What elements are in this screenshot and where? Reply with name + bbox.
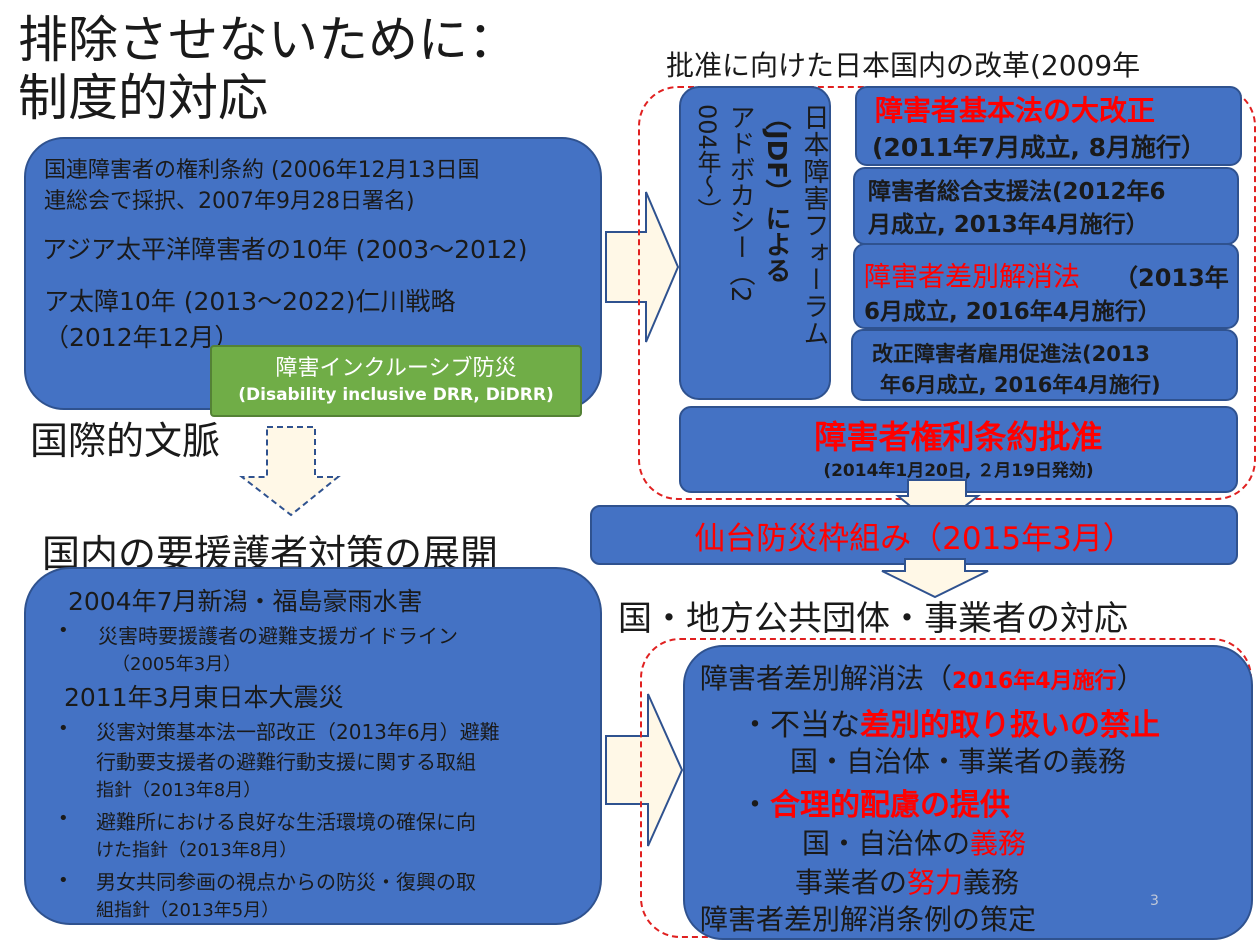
response-title: 国・地方公共団体・事業者の対応 bbox=[618, 599, 1128, 639]
response-line1: 障害者差別解消法（2016年4月施行） bbox=[700, 657, 1145, 697]
domestic-bullet1a: 災害時要援護者の避難支援ガイドライン bbox=[98, 624, 458, 648]
right-arrow-upper bbox=[605, 191, 680, 343]
intl-context-label: 国際的文脈 bbox=[30, 419, 221, 463]
bullet-glyph: • bbox=[58, 808, 69, 829]
law-employment-detail: 年6月成立, 2016年4月施行) bbox=[880, 373, 1161, 397]
intl-line5: （2012年12月） bbox=[44, 323, 240, 352]
response-line5-prefix: 国・自治体の bbox=[802, 827, 971, 860]
reform-title: 批准に向けた日本国内の改革(2009年 bbox=[666, 49, 1141, 82]
response-line4-red: 合理的配慮の提供 bbox=[770, 788, 1010, 823]
domestic-bullet3b: けた指針（2013年8月） bbox=[96, 840, 298, 861]
law-basic-act-title: 障害者基本法の大改正 bbox=[875, 94, 1156, 127]
response-line5: 国・自治体の義務 bbox=[802, 822, 1026, 862]
law-support-act-title: 障害者総合支援法(2012年6 bbox=[868, 179, 1166, 205]
law-discrimination-title: 障害者差別解消法 bbox=[864, 262, 1080, 293]
page-number: 3 bbox=[1150, 893, 1159, 909]
domestic-measures-box bbox=[24, 567, 602, 925]
domestic-bullet2c: 指針（2013年8月） bbox=[96, 780, 262, 801]
intl-line4: ア太障10年 (2013～2022)仁川戦略 bbox=[44, 287, 456, 316]
down-arrow-sendai bbox=[881, 558, 989, 599]
jdf-col3: アドボカシー（2 bbox=[725, 104, 755, 303]
response-line6-prefix: 事業者の bbox=[795, 866, 908, 899]
didrr-banner-line2: (Disability inclusive DRR, DiDRR) bbox=[238, 385, 554, 405]
law-basic-act-detail: (2011年7月成立, 8月施行） bbox=[872, 133, 1206, 162]
bullet-glyph: • bbox=[58, 620, 69, 641]
response-line2-prefix: ・不当な bbox=[740, 708, 860, 743]
response-line7: 障害者差別解消条例の策定 bbox=[700, 903, 1037, 936]
ratification-detail: (2014年1月20日, ２月19日発効) bbox=[823, 461, 1094, 481]
domestic-bullet1b: （2005年3月） bbox=[112, 654, 242, 675]
bullet-glyph: • bbox=[58, 870, 69, 891]
response-line4: ・合理的配慮の提供 bbox=[740, 780, 1010, 824]
sendai-framework-bar bbox=[590, 505, 1238, 565]
intl-line3: アジア太平洋障害者の10年 (2003～2012) bbox=[42, 235, 528, 264]
jdf-col4: 004年～） bbox=[693, 104, 721, 222]
domestic-bullet2b: 行動要支援者の避難行動支援に関する取組 bbox=[96, 750, 476, 774]
response-line6-red: 努力 bbox=[907, 866, 964, 899]
response-line3: 国・自治体・事業者の義務 bbox=[790, 745, 1127, 778]
response-line1-suffix: ） bbox=[1116, 662, 1145, 695]
response-line5-red: 義務 bbox=[970, 827, 1027, 860]
response-line2: ・不当な差別的取り扱いの禁止 bbox=[740, 700, 1160, 744]
law-box-support-act bbox=[853, 167, 1239, 245]
bullet-glyph: • bbox=[58, 718, 69, 739]
law-discrimination-detail: 6月成立, 2016年4月施行） bbox=[864, 299, 1161, 325]
domestic-bullet3a: 避難所における良好な生活環境の確保に向 bbox=[96, 810, 476, 834]
jdf-advocacy-box bbox=[679, 86, 831, 400]
domestic-bullet2a: 災害対策基本法一部改正（2013年6月）避難 bbox=[96, 720, 500, 744]
ratification-title: 障害者権利条約批准 bbox=[814, 418, 1103, 456]
slide-title-line1: 排除させないために： bbox=[18, 11, 518, 69]
jdf-col2: （JDF）による bbox=[761, 104, 791, 284]
response-line6-suffix: 義務 bbox=[963, 866, 1020, 899]
law-support-act-detail: 月成立, 2013年4月施行） bbox=[868, 212, 1149, 238]
sendai-framework-label: 仙台防災枠組み（2015年3月） bbox=[694, 521, 1134, 557]
intl-line1: 国連障害者の権利条約 (2006年12月13日国 bbox=[44, 158, 480, 183]
response-line6: 事業者の努力義務 bbox=[795, 861, 1019, 901]
didrr-banner bbox=[210, 345, 582, 417]
response-box bbox=[683, 645, 1253, 940]
domestic-event1: 2004年7月新潟・福島豪雨水害 bbox=[68, 587, 423, 616]
didrr-banner-line1: 障害インクルーシブ防災 bbox=[275, 356, 517, 381]
slide-title-line2: 制度的対応 bbox=[18, 69, 268, 127]
response-line1-prefix: 障害者差別解消法（ bbox=[700, 662, 953, 695]
law-box-employment-act bbox=[851, 329, 1238, 401]
domestic-bullet4a: 男女共同参画の視点からの防災・復興の取 bbox=[96, 870, 476, 894]
response-line1-red: 2016年4月施行 bbox=[952, 669, 1117, 694]
intl-line2: 連総会で採択、2007年9月28日署名) bbox=[44, 189, 415, 214]
down-arrow-dashed bbox=[239, 426, 341, 517]
response-line4-prefix: ・ bbox=[740, 788, 770, 823]
domestic-bullet4b: 組指針（2013年5月） bbox=[96, 900, 280, 921]
law-box-basic-act bbox=[855, 86, 1242, 166]
law-box-discrimination-act bbox=[853, 243, 1239, 329]
response-line2-red: 差別的取り扱いの禁止 bbox=[860, 708, 1160, 743]
jdf-col1: 日本障害フォーラム bbox=[799, 104, 829, 347]
ratification-box bbox=[679, 406, 1238, 493]
domestic-event2: 2011年3月東日本大震災 bbox=[64, 683, 344, 712]
law-discrimination-suffix: （2013年 bbox=[1114, 264, 1229, 292]
right-arrow-lower bbox=[605, 693, 684, 847]
law-employment-title: 改正障害者雇用促進法(2013 bbox=[872, 342, 1151, 366]
